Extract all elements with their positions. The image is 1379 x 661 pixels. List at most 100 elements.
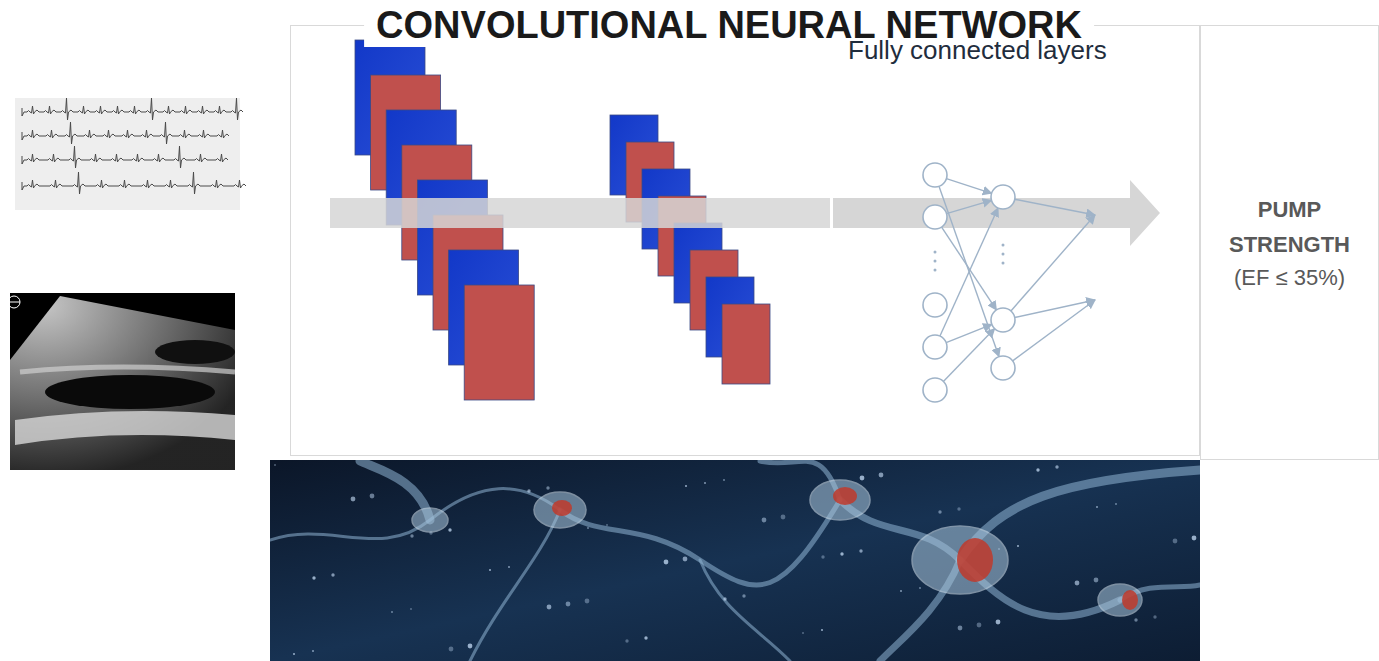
sparkle [527, 489, 530, 492]
neuron-cell [810, 480, 870, 520]
neuron-branch [700, 560, 790, 661]
sparkle [762, 518, 767, 523]
neuron-cell [412, 508, 448, 532]
echo-fan [10, 296, 235, 470]
sparkle [919, 587, 921, 589]
sparkle [449, 647, 454, 652]
sparkle [606, 524, 608, 526]
ellipsis-dot [1002, 253, 1005, 256]
sparkle [448, 528, 451, 531]
sparkle [331, 573, 334, 576]
sparkle [840, 552, 843, 555]
sparkle [998, 548, 1000, 550]
neuron-branch [470, 510, 560, 661]
sparkle [1192, 536, 1197, 541]
sparkle [1153, 615, 1156, 618]
network-link [943, 329, 994, 382]
echo-image [8, 293, 235, 470]
ecg-trace [22, 146, 228, 168]
sparkle [1017, 545, 1019, 547]
neuron-branch [560, 500, 840, 585]
sparkle [644, 636, 647, 639]
neuron-node [923, 205, 947, 229]
sparkle [1094, 578, 1099, 583]
output-panel: PUMP STRENGTH(EF ≤ 35%) [1200, 25, 1379, 460]
sparkle [781, 515, 786, 520]
ellipsis-dot [1002, 262, 1005, 265]
sparkle [1173, 539, 1178, 544]
output-subtext: (EF ≤ 35%) [1234, 262, 1345, 294]
sparkle [312, 576, 315, 579]
sparkle [547, 605, 552, 610]
network-link [940, 208, 998, 336]
network-link [1015, 199, 1095, 215]
sparkle [860, 476, 865, 481]
sparkle [664, 560, 669, 565]
network-link [1013, 300, 1095, 361]
feature-map-red [464, 285, 534, 400]
neuron-node [991, 185, 1015, 209]
sparkle [1115, 503, 1117, 505]
sparkle [410, 534, 413, 537]
ellipsis-dot [934, 251, 937, 254]
sparkle [489, 569, 491, 571]
sparkle [1036, 468, 1039, 471]
sparkle [351, 497, 356, 502]
echo-marker [8, 302, 20, 303]
sparkle [1134, 618, 1137, 621]
network-link [946, 179, 991, 194]
ecg-image [15, 98, 246, 210]
sparkle [410, 608, 412, 610]
neuron-node [923, 335, 947, 359]
ecg-trace [22, 122, 229, 144]
neuron-node [991, 308, 1015, 332]
network-link [1011, 215, 1095, 311]
neuron-nucleus [1122, 590, 1138, 610]
sparkle [1055, 465, 1058, 468]
sparkle [685, 485, 687, 487]
neuron-nucleus [957, 538, 993, 582]
sparkle [821, 555, 824, 558]
ellipsis-dot [934, 269, 937, 272]
sparkle [683, 557, 688, 562]
ellipsis-dot [934, 260, 937, 263]
neuron-cell [912, 526, 1008, 594]
ecg-background [15, 98, 240, 210]
sparkle [996, 620, 1001, 625]
sparkle [508, 566, 510, 568]
sparkle [566, 602, 571, 607]
ecg-trace [22, 172, 246, 194]
sparkle [1075, 581, 1080, 586]
sparkle [977, 623, 982, 628]
sparkle [1096, 506, 1098, 508]
sparkle [957, 507, 960, 510]
neuron-background [270, 460, 1200, 661]
sparkle [859, 549, 862, 552]
sparkle [802, 632, 804, 634]
layer-label: Fully connected layers [848, 34, 1107, 66]
sparkle [900, 590, 902, 592]
sparkle [821, 629, 823, 631]
sparkle [723, 597, 726, 600]
echo-marker [8, 296, 20, 308]
neuron-node [923, 163, 947, 187]
neuron-branch [840, 500, 1120, 617]
sparkle [958, 626, 963, 631]
sparkle [370, 494, 375, 499]
neuron-cell [534, 492, 586, 528]
sparkle [938, 510, 941, 513]
ellipsis-dot [1002, 244, 1005, 247]
neuron-image [270, 460, 1200, 661]
sparkle [585, 599, 590, 604]
neuron-node [923, 378, 947, 402]
network-panel [291, 26, 1200, 456]
echo-chamber [155, 340, 235, 364]
neuron-nucleus [552, 500, 572, 516]
sparkle [625, 639, 628, 642]
sparkle [429, 531, 432, 534]
flow-band [330, 198, 830, 228]
sparkle [742, 594, 745, 597]
network-link [939, 186, 999, 356]
